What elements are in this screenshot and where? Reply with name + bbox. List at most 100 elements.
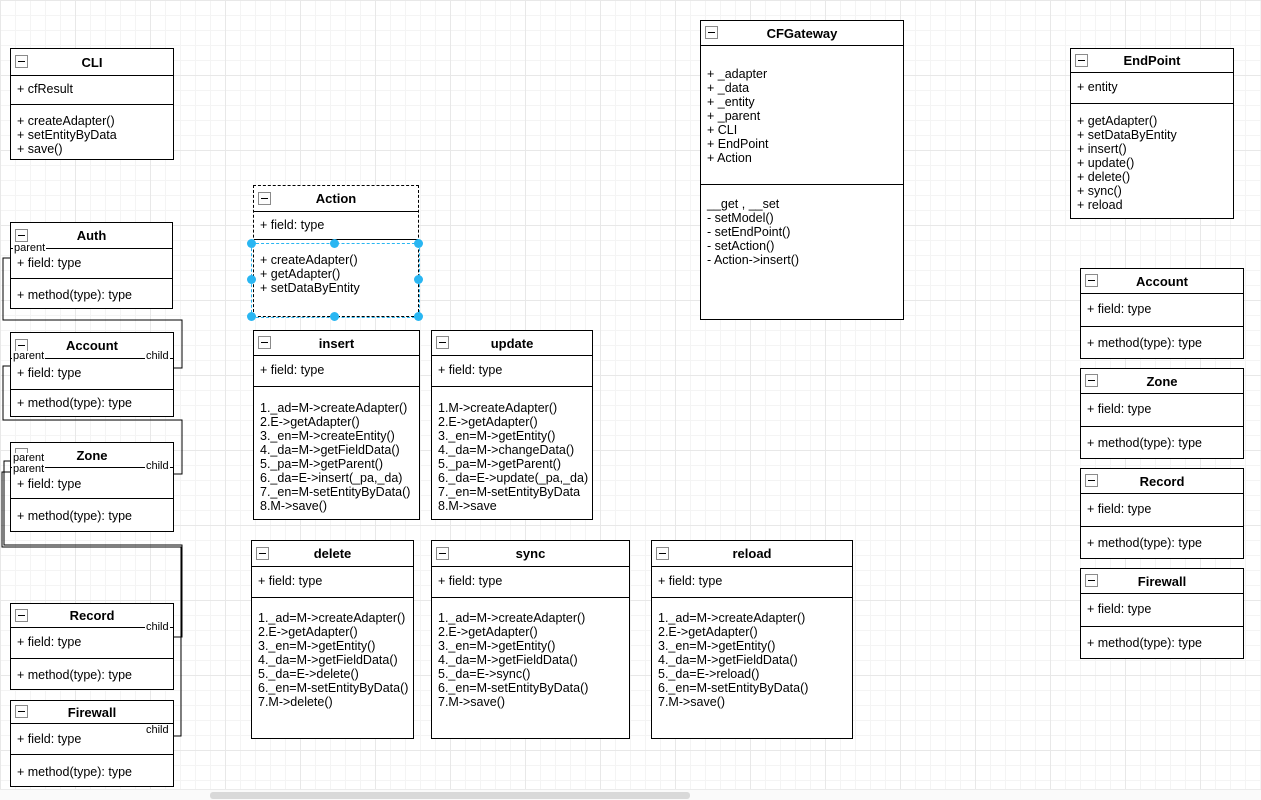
method-row[interactable]: 5._da=E->reload() [658, 667, 760, 681]
method-row[interactable]: 3._en=M->createEntity() [260, 429, 395, 443]
field-row[interactable]: + field: type [258, 574, 323, 588]
method-row[interactable]: - setEndPoint() [707, 225, 791, 239]
method-row[interactable]: + method(type): type [1087, 436, 1202, 450]
class-title-bar[interactable]: Zone [1081, 369, 1243, 394]
collapse-icon[interactable] [656, 546, 669, 560]
field-row[interactable]: + field: type [260, 363, 325, 377]
class-account-right[interactable]: Account+ field: type+ method(type): type [1080, 268, 1244, 359]
method-row[interactable]: + method(type): type [1087, 636, 1202, 650]
field-row[interactable]: + field: type [1087, 402, 1152, 416]
edge-label-child[interactable]: child [145, 724, 170, 736]
method-row[interactable]: 1._ad=M->createAdapter() [658, 611, 806, 625]
edge-label-child[interactable]: child [145, 350, 170, 362]
class-title-bar[interactable]: EndPoint [1071, 49, 1233, 73]
method-row[interactable]: 7.M->save() [438, 695, 506, 709]
class-zone-right[interactable]: Zone + field: type + method(type): type [1080, 368, 1244, 459]
class-title-bar[interactable]: insert [254, 331, 419, 356]
class-title-bar[interactable]: update [432, 331, 592, 356]
class-title-bar[interactable]: Record [11, 604, 173, 628]
method-row[interactable]: 7._en=M-setEntityByData() [260, 485, 411, 499]
collapse-icon[interactable] [15, 55, 28, 68]
class-auth[interactable]: Auth+ field: type+ method(type): type [10, 222, 173, 309]
method-row[interactable]: + method(type): type [1087, 336, 1202, 350]
method-row[interactable]: 1._ad=M->createAdapter() [438, 611, 586, 625]
field-row[interactable]: + field: type [260, 218, 325, 232]
collapse-icon[interactable] [1085, 274, 1098, 287]
method-row[interactable]: 8.M->save() [260, 499, 328, 513]
class-cfgateway[interactable]: CFGateway + _adapter+ _data+ _entity+ _pa… [700, 20, 904, 320]
class-account-left[interactable]: Account+ field: type+ method(type): type [10, 332, 174, 417]
method-row[interactable]: 5._pa=M->getParent() [438, 457, 561, 471]
class-title-bar[interactable]: CLI [11, 49, 173, 76]
method-row[interactable]: 5._da=E->delete() [258, 667, 359, 681]
class-record-right[interactable]: Record+ field: type+ method(type): type [1080, 468, 1244, 559]
method-row[interactable]: 2.E->getAdapter() [438, 625, 538, 639]
class-title-bar[interactable]: Record [1081, 469, 1243, 494]
method-row[interactable]: 6._da=E->insert(_pa,_da) [260, 471, 403, 485]
field-row[interactable]: + _data [707, 81, 750, 95]
selection-handle[interactable] [246, 238, 256, 248]
method-row[interactable]: 7._en=M-setEntityByData [438, 485, 581, 499]
field-row[interactable]: + _adapter [707, 67, 768, 81]
collapse-icon[interactable] [436, 546, 449, 560]
method-row[interactable]: + method(type): type [17, 765, 132, 779]
class-delete[interactable]: delete + field: type 1._ad=M->createAdapte… [251, 540, 414, 739]
collapse-icon[interactable] [256, 546, 269, 560]
field-row[interactable]: + cfResult [17, 82, 73, 96]
edge-label-child[interactable]: child [145, 621, 170, 633]
field-row[interactable]: + field: type [438, 574, 503, 588]
field-row[interactable]: + field: type [17, 366, 82, 380]
class-record-left[interactable]: Record+ field: type+ method(type): type [10, 603, 174, 690]
class-title-bar[interactable]: reload [652, 541, 852, 567]
collapse-icon[interactable] [1075, 53, 1088, 67]
connector-zone-firewall[interactable] [1, 471, 182, 737]
class-title-bar[interactable]: Firewall [11, 701, 173, 724]
class-title-bar[interactable]: delete [252, 541, 413, 567]
method-row[interactable]: - setAction() [707, 239, 775, 253]
method-row[interactable]: - setModel() [707, 211, 774, 225]
method-row[interactable]: 3._en=M->getEntity() [438, 429, 556, 443]
selection-handle[interactable] [413, 275, 423, 284]
method-row[interactable]: 1._ad=M->createAdapter() [258, 611, 406, 625]
collapse-icon[interactable] [258, 191, 271, 205]
class-title-bar[interactable]: CFGateway [701, 21, 903, 46]
method-row[interactable]: + setDataByEntity [1077, 128, 1177, 142]
connector-zone-record[interactable] [3, 460, 183, 638]
method-row[interactable]: + getAdapter() [1077, 114, 1158, 128]
edge-label-parent[interactable]: parent [12, 463, 46, 475]
selection-handle[interactable] [413, 311, 423, 321]
method-row[interactable]: + save() [17, 142, 63, 156]
collapse-icon[interactable] [1085, 374, 1098, 387]
connector-auth-account[interactable] [2, 257, 183, 369]
method-row[interactable]: 4._da=M->getFieldData() [260, 443, 400, 457]
method-row[interactable]: 3._en=M->getEntity() [658, 639, 776, 653]
field-row[interactable]: + field: type [1087, 502, 1152, 516]
method-row[interactable]: 4._da=M->changeData() [438, 443, 575, 457]
method-row[interactable]: 5._da=E->sync() [438, 667, 531, 681]
class-firewall-left[interactable]: Firewall+ field: type+ method(type): typ… [10, 700, 174, 787]
method-row[interactable]: 3._en=M->getEntity() [438, 639, 556, 653]
method-row[interactable]: 2.E->getAdapter() [260, 415, 360, 429]
field-row[interactable]: + _parent [707, 109, 761, 123]
field-row[interactable]: + field: type [658, 574, 723, 588]
method-row[interactable]: + method(type): type [17, 396, 132, 410]
method-row[interactable]: + method(type): type [17, 288, 132, 302]
method-row[interactable]: + setEntityByData [17, 128, 117, 142]
method-row[interactable]: __get , __set [707, 197, 780, 211]
method-row[interactable]: 4._da=M->getFieldData() [658, 653, 798, 667]
horizontal-scrollbar-thumb[interactable] [210, 792, 690, 799]
selection-handle[interactable] [330, 311, 339, 321]
collapse-icon[interactable] [1085, 574, 1098, 587]
method-row[interactable]: 3._en=M->getEntity() [258, 639, 376, 653]
class-reload[interactable]: reload + field: type 1._ad=M->createAdapte… [651, 540, 853, 739]
method-row[interactable]: 7.M->delete() [258, 695, 333, 709]
method-row[interactable]: 1.M->createAdapter() [438, 401, 558, 415]
class-title-bar[interactable]: Action [254, 186, 418, 212]
field-row[interactable]: + _entity [707, 95, 755, 109]
method-row[interactable]: - Action->insert() [707, 253, 800, 267]
method-row[interactable]: 6._en=M-setEntityByData() [658, 681, 809, 695]
method-row[interactable]: 2.E->getAdapter() [438, 415, 538, 429]
class-title-bar[interactable]: sync [432, 541, 629, 567]
